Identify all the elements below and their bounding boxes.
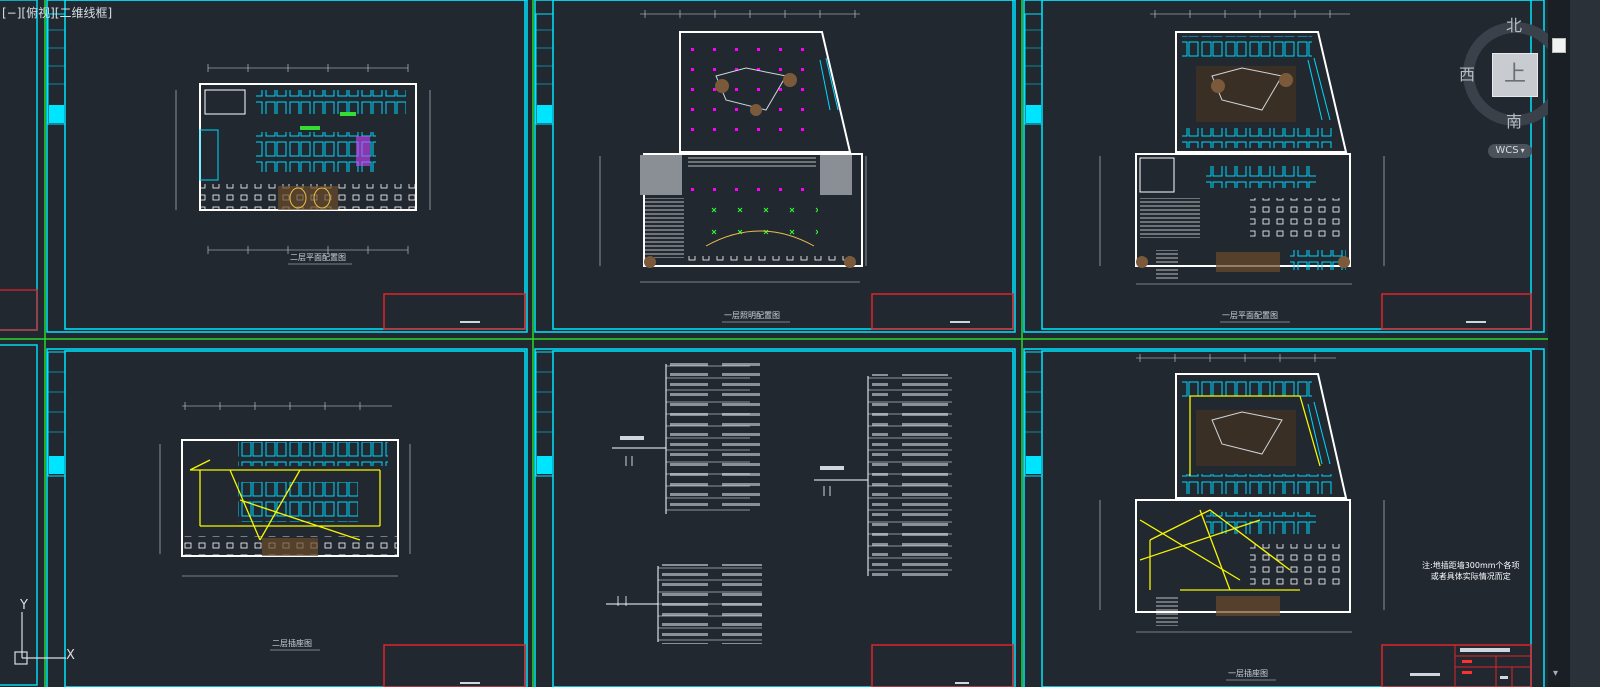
viewcube-top-face[interactable]: 上 xyxy=(1492,53,1538,97)
sheet-2[interactable] xyxy=(534,0,1016,333)
chevron-down-icon: ▾ xyxy=(1520,146,1525,155)
layout-grid xyxy=(0,0,1548,687)
viewcube-west[interactable]: 西 xyxy=(1459,65,1476,84)
wcs-label: WCS xyxy=(1495,145,1519,156)
drawing-caption-1: 二层平面配置图 xyxy=(290,253,346,262)
sheet-2-titleblock xyxy=(871,293,1014,330)
sheet-6[interactable] xyxy=(1023,348,1545,687)
sheet-6-titleblock xyxy=(1381,644,1532,687)
sheet-1-titleblock xyxy=(383,293,526,330)
caption-3-group: 一层平面配置图 xyxy=(1220,311,1290,323)
vertical-scrollbar[interactable]: ▾ xyxy=(1548,0,1570,687)
sheet-5[interactable] xyxy=(534,348,1016,687)
ucs-x-label: X xyxy=(66,648,75,663)
sheet-5-left-strip xyxy=(535,351,554,477)
sheet-3-left-strip xyxy=(1024,13,1043,125)
viewport-controls-label[interactable]: [−][俯视][二维线框] xyxy=(2,6,113,20)
window-edge xyxy=(1570,0,1600,687)
scrollbar-thumb[interactable] xyxy=(1552,38,1566,53)
sheet-4[interactable] xyxy=(46,348,528,687)
sheet-5-titleblock xyxy=(871,644,1014,687)
drawing-caption-4: 二层插座图 xyxy=(272,638,312,648)
drawing-caption-6: 一层插座图 xyxy=(1228,668,1268,678)
sheet-6-left-strip xyxy=(1024,351,1043,477)
wcs-menu-button[interactable]: WCS▾ xyxy=(1488,144,1532,158)
socket-note: 注:地插距墙300mm个各项 或者具体实际情况而定 xyxy=(1422,561,1520,581)
sheet-4-titleblock xyxy=(383,644,526,687)
sheet-2-left-strip xyxy=(535,13,554,125)
electrical-single-line-diagrams xyxy=(606,362,958,644)
ucs-icon xyxy=(14,612,66,665)
lighting-plan-1f xyxy=(599,10,867,283)
caption-6-group: 一层插座图 xyxy=(1226,668,1276,681)
caption-2-group: 一层照明配置图 xyxy=(722,311,790,323)
sheet-partial-left xyxy=(0,0,38,686)
viewcube-north[interactable]: 北 xyxy=(1506,16,1523,35)
sheet-3[interactable] xyxy=(1023,0,1545,333)
socket-plan-2f xyxy=(159,402,411,577)
floor-plan-2f-layout xyxy=(175,64,431,254)
viewcube-south[interactable]: 南 xyxy=(1506,112,1523,131)
caption-1-group: 二层平面配置图 xyxy=(288,253,352,265)
caption-4-group: 二层插座图 xyxy=(270,638,320,651)
sheet-1[interactable] xyxy=(46,0,528,333)
sheet-4-left-strip xyxy=(47,351,66,477)
sheet-1-left-strip xyxy=(47,13,66,125)
sheet-3-titleblock xyxy=(1381,293,1532,330)
scroll-down-icon[interactable]: ▾ xyxy=(1553,668,1559,679)
drawing-caption-3: 一层平面配置图 xyxy=(1222,311,1278,320)
floor-plan-1f-layout xyxy=(1099,10,1385,285)
socket-plan-1f xyxy=(1099,354,1385,633)
ucs-y-label: Y xyxy=(20,598,28,613)
drawing-caption-2: 一层照明配置图 xyxy=(724,311,780,320)
